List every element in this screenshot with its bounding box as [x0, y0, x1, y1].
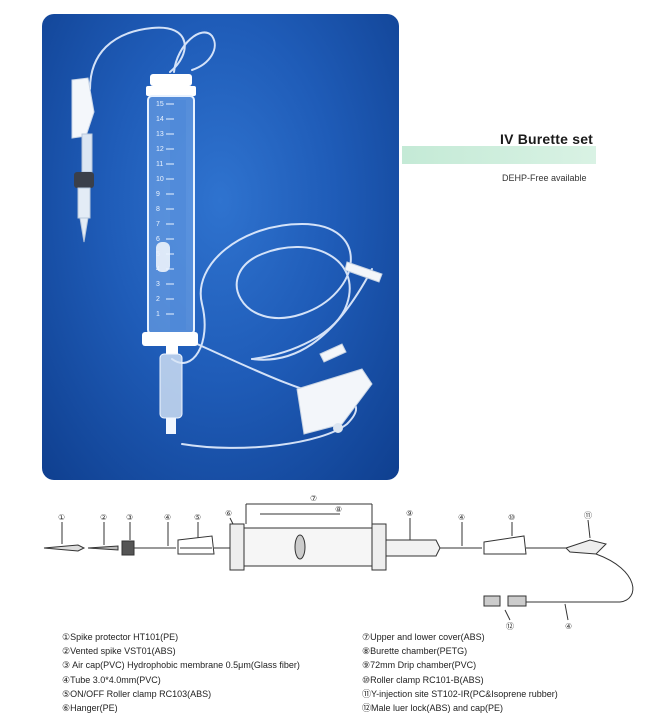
product-photo: 15 14 13 12 11 10 9 8 7 6 5 4 3 2 1 [42, 14, 399, 480]
callout-1: ① [58, 513, 65, 522]
part-item: ⑨72mm Drip chamber(PVC) [362, 660, 477, 671]
callout-3: ③ [126, 513, 133, 522]
scale-number: 7 [156, 221, 160, 228]
part-item: ⑪Y-injection site ST102-IR(PC&Isoprene r… [362, 688, 558, 699]
scale-number: 15 [156, 101, 164, 108]
scale-number: 6 [156, 236, 160, 243]
callout-4b: ④ [458, 513, 465, 522]
roller-clamp-photo [296, 368, 373, 435]
parts-list-left: ①Spike protector HT101(PE) ②Vented spike… [62, 630, 300, 715]
scale-number: 14 [156, 116, 164, 123]
scale-number: 12 [156, 146, 164, 153]
scale-number: 4 [156, 266, 160, 273]
callout-11: ⑪ [584, 511, 592, 520]
scale-number: 3 [156, 281, 160, 288]
component-schematic: ① ② ③ ④ ⑤ ⑥ ⑦ ⑧ ⑨ ④ ⑩ ⑪ ⑫ ④ [43, 494, 634, 630]
part-item: ①Spike protector HT101(PE) [62, 632, 179, 642]
burette-scale: 15 14 13 12 11 10 9 8 7 6 5 4 3 2 1 [156, 101, 174, 318]
scale-number: 10 [156, 176, 164, 183]
spike-assembly [71, 77, 95, 243]
callout-7: ⑦ [310, 494, 317, 503]
luer-connector-photo [319, 261, 383, 363]
part-item: ③ Air cap(PVC) Hydrophobic membrane 0.5μ… [62, 660, 300, 671]
callout-12: ⑫ [506, 622, 514, 630]
part-item: ⑩Roller clamp RC101-B(ABS) [362, 674, 484, 685]
title-accent-bar [402, 146, 596, 164]
scale-number: 13 [156, 131, 164, 138]
part-item: ⑥Hanger(PE) [62, 703, 118, 714]
part-item: ⑧Burette chamber(PETG) [362, 646, 468, 657]
part-item: ⑤ON/OFF Roller clamp RC103(ABS) [62, 688, 212, 699]
part-item: ④Tube 3.0*4.0mm(PVC) [62, 674, 161, 685]
part-item: ⑦Upper and lower cover(ABS) [362, 632, 485, 642]
product-subtitle: DEHP-Free available [502, 173, 587, 183]
callout-2: ② [100, 513, 107, 522]
scale-number: 9 [156, 191, 160, 198]
scale-number: 8 [156, 206, 160, 213]
callout-4a: ④ [164, 513, 171, 522]
callout-10: ⑩ [508, 513, 515, 522]
scale-number: 5 [156, 251, 160, 258]
scale-number: 11 [156, 161, 163, 168]
callout-9: ⑨ [406, 509, 413, 518]
callout-4c: ④ [565, 622, 572, 630]
callout-5: ⑤ [194, 513, 201, 522]
burette-chamber [142, 74, 198, 434]
part-item: ②Vented spike VST01(ABS) [62, 646, 176, 657]
parts-list-right: ⑦Upper and lower cover(ABS) ⑧Burette cha… [362, 630, 558, 715]
callout-6: ⑥ [225, 509, 232, 518]
part-item: ⑫Male luer lock(ABS) and cap(PE) [362, 703, 504, 714]
scale-number: 1 [156, 311, 160, 318]
product-title: IV Burette set [500, 131, 594, 147]
scale-number: 2 [156, 296, 160, 303]
callout-8: ⑧ [335, 505, 342, 514]
burette-set-illustration: 15 14 13 12 11 10 9 8 7 6 5 4 3 2 1 [71, 26, 383, 449]
